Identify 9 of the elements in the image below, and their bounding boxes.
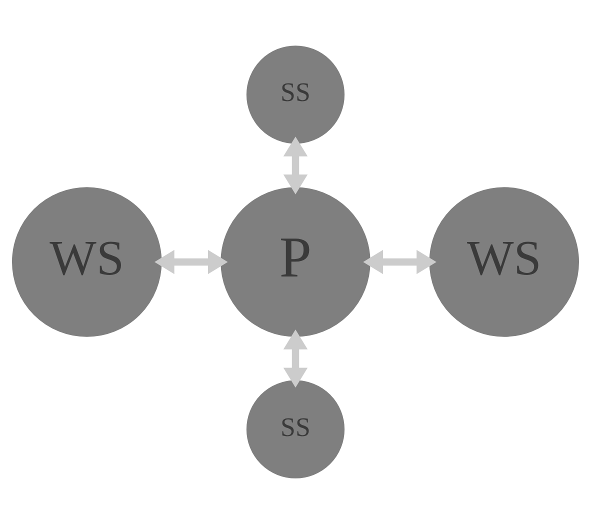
node-circle: WS: [12, 186, 162, 336]
arrow: [363, 249, 436, 274]
node-circle: SS: [246, 45, 345, 144]
node-circle: WS: [429, 186, 580, 336]
node-circle: P: [220, 186, 370, 336]
arrow: [283, 329, 308, 388]
arrow: [283, 136, 308, 194]
node-circle: SS: [246, 380, 345, 478]
arrow: [154, 249, 228, 274]
